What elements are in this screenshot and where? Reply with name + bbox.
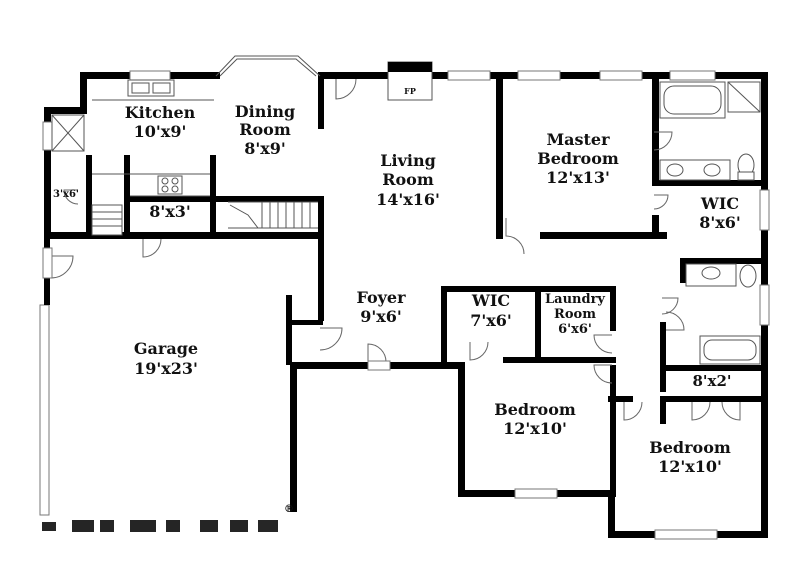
laundry-dim: 6'x6': [558, 322, 592, 337]
watermark-logo: [42, 520, 278, 532]
doors: [42, 78, 741, 421]
wic-name: WIC: [471, 291, 510, 310]
master-name-1: Master: [546, 130, 610, 149]
laundry-name-1: Laundry: [545, 292, 605, 307]
windows: [42, 70, 770, 540]
garage-dim: 19'x23': [134, 359, 198, 378]
kitchen-name: Kitchen: [125, 103, 196, 122]
garage-name: Garage: [134, 339, 198, 358]
fireplace-label: FP: [404, 86, 416, 96]
pantry-dim: 8'x3': [149, 202, 191, 221]
bay-window: [215, 55, 321, 77]
master-wic-dim: 8'x6': [699, 213, 741, 232]
kitchen-dim: 10'x9': [134, 122, 187, 141]
living-dim: 14'x16': [376, 190, 440, 209]
wic-dim: 7'x6': [470, 311, 512, 330]
laundry-name-2: Room: [554, 307, 596, 322]
bedroom2-dim: 12'x10': [658, 457, 722, 476]
bedroom2-name: Bedroom: [649, 438, 731, 457]
dining-dim: 8'x9': [244, 139, 286, 158]
foyer-dim: 9'x6': [360, 307, 402, 326]
bedroom1-name: Bedroom: [494, 400, 576, 419]
dining-name-1: Dining: [235, 102, 295, 121]
room-labels: Kitchen 10'x9' Dining Room 8'x9' Living …: [53, 86, 741, 515]
bedroom1-dim: 12'x10': [503, 419, 567, 438]
living-name-1: Living: [380, 151, 436, 170]
master-dim: 12'x13': [546, 168, 610, 187]
dining-name-2: Room: [239, 120, 291, 139]
master-wic-name: WIC: [700, 194, 739, 213]
registered-mark: ®: [284, 504, 294, 515]
living-name-2: Room: [382, 170, 434, 189]
master-name-2: Bedroom: [537, 149, 619, 168]
closet-hall-dim: 8'x2': [692, 372, 731, 390]
fixtures: [51, 61, 761, 365]
garage-door: [39, 239, 50, 516]
foyer-name: Foyer: [356, 288, 406, 307]
closet-small-dim: 3'x6': [53, 189, 79, 200]
